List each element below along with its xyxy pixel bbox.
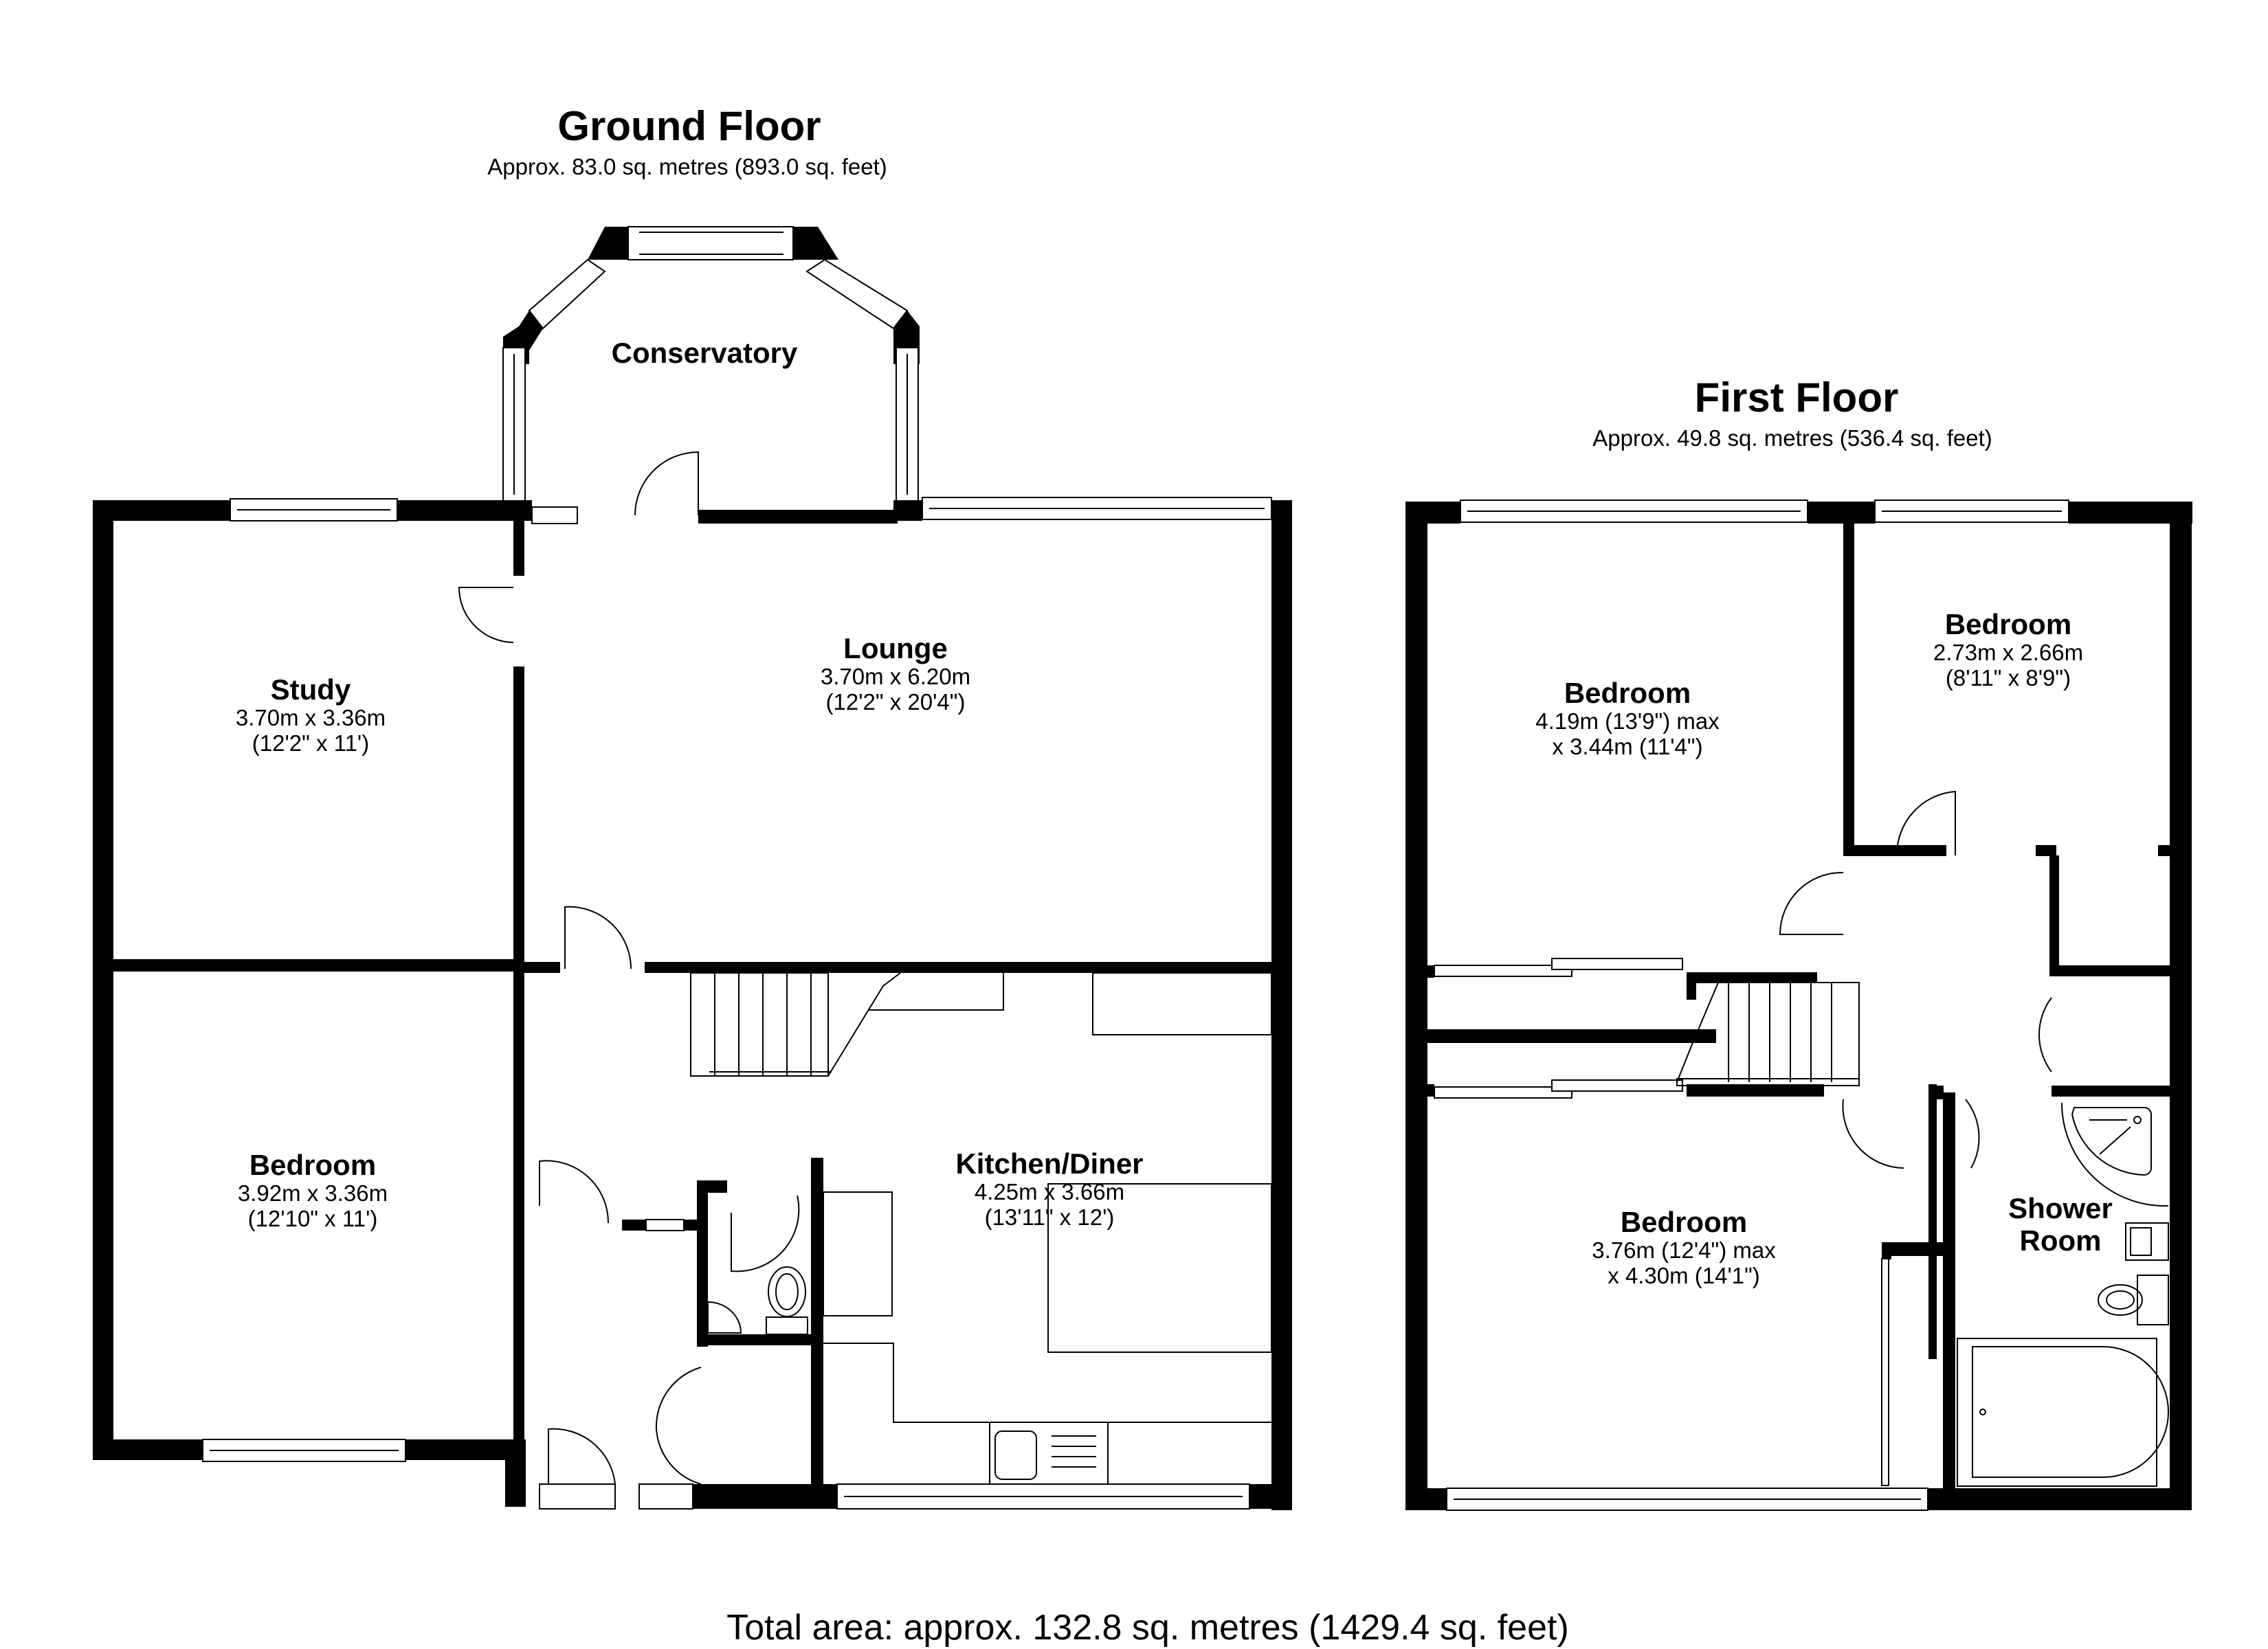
room-lounge-name: Lounge [843, 632, 948, 664]
ground-floor-plan [93, 226, 1292, 1510]
wc-fittings [707, 1266, 808, 1335]
room-first-bedroom3-dim-line2: x 4.30m (14'1") [1608, 1262, 1760, 1288]
room-kitchen-dim-metric: 4.25m x 3.66m [974, 1179, 1125, 1205]
first-floor-area: Approx. 49.8 sq. metres (536.4 sq. feet) [1592, 425, 1992, 451]
room-study-dim-metric: 3.70m x 3.36m [235, 705, 386, 731]
room-lounge-dim-metric: 3.70m x 6.20m [820, 664, 971, 690]
ground-floor-windows [202, 497, 1272, 1510]
ground-floor-area: Approx. 83.0 sq. metres (893.0 sq. feet) [487, 154, 887, 179]
room-first-bedroom1-label: Bedroom 4.19m (13'9") max x 3.44m (11'4"… [1535, 677, 1719, 760]
room-shower-label: Shower Room [2008, 1192, 2113, 1257]
first-floor-walls [1405, 502, 2192, 1510]
ground-floor-title: Ground Floor [557, 103, 821, 149]
room-lounge-dim-imperial: (12'2" x 20'4") [825, 688, 966, 715]
room-study-dim-imperial: (12'2" x 11') [252, 730, 370, 756]
room-kitchen-label: Kitchen/Diner 4.25m x 3.66m (13'11" x 12… [955, 1147, 1143, 1231]
room-shower-name-line1: Shower [2008, 1192, 2113, 1224]
first-floor-plan [1405, 500, 2192, 1511]
room-ground-bedroom-label: Bedroom 3.92m x 3.36m (12'10" x 11') [238, 1149, 388, 1232]
room-first-bedroom3-label: Bedroom 3.76m (12'4") max x 4.30m (14'1"… [1592, 1206, 1775, 1289]
ground-floor-walls [93, 500, 1292, 1510]
room-first-bedroom2-name: Bedroom [1944, 608, 2072, 640]
room-first-bedroom2-dim-imperial: (8'11" x 8'9") [1945, 664, 2071, 691]
room-ground-bedroom-dim-metric: 3.92m x 3.36m [237, 1180, 388, 1207]
first-floor-stairs [1676, 982, 1860, 1086]
room-first-bedroom3-dim-line1: 3.76m (12'4") max [1592, 1237, 1776, 1264]
room-lounge-label: Lounge 3.70m x 6.20m (12'2" x 20'4") [821, 632, 970, 715]
kitchen-fittings [823, 1183, 1272, 1485]
first-floor-doors [1779, 790, 2169, 1207]
room-ground-bedroom-dim-imperial: (12'10" x 11') [247, 1205, 378, 1231]
room-conservatory-name: Conservatory [611, 337, 798, 369]
ground-floor-doors [458, 451, 800, 1510]
room-kitchen-name: Kitchen/Diner [955, 1147, 1144, 1180]
room-shower-name-line2: Room [2019, 1224, 2102, 1257]
ground-floor-stairs [690, 972, 1272, 1077]
room-first-bedroom1-dim-line2: x 3.44m (11'4") [1552, 733, 1703, 759]
shower-room-fittings [1957, 1107, 2169, 1487]
conservatory-windows [502, 226, 919, 504]
total-area: Total area: approx. 132.8 sq. metres (14… [726, 1608, 1569, 1648]
room-first-bedroom1-dim-line1: 4.19m (13'9") max [1535, 708, 1720, 734]
room-ground-bedroom-name: Bedroom [249, 1149, 377, 1181]
room-study-name: Study [270, 673, 351, 706]
room-first-bedroom2-label: Bedroom 2.73m x 2.66m (8'11" x 8'9") [1933, 608, 2083, 691]
room-first-bedroom3-name: Bedroom [1620, 1206, 1748, 1238]
room-study-label: Study 3.70m x 3.36m (12'2" x 11') [236, 673, 386, 756]
room-first-bedroom1-name: Bedroom [1564, 677, 1691, 709]
room-kitchen-dim-imperial: (13'11" x 12') [984, 1204, 1115, 1230]
first-floor-title: First Floor [1694, 374, 1899, 420]
room-first-bedroom2-dim-metric: 2.73m x 2.66m [1933, 640, 2084, 666]
